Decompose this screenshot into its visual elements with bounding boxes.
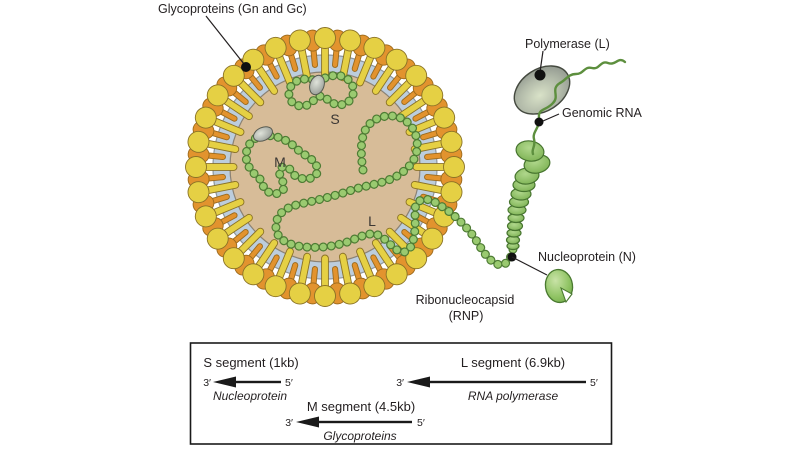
rna-polymerase-complex [513, 58, 627, 156]
genome-segments-box: S segment (1kb) 3′ 5′ Nucleoprotein L se… [189, 342, 613, 445]
glycoproteins-pointer-line [205, 15, 245, 65]
ribonucleocapsid-label-line1: Ribonucleocapsid [416, 293, 515, 307]
m-segment-arrow-line [319, 420, 412, 424]
s-segment-gene: Nucleoprotein [213, 389, 287, 403]
glycoproteins-callout: Glycoproteins (Gn and Gc) [158, 2, 307, 72]
genomic-rna-callout: Genomic RNA [534, 106, 643, 127]
l-segment-title: L segment (6.9kb) [461, 355, 565, 370]
polymerase-oval [513, 65, 571, 115]
s-segment-row: S segment (1kb) 3′ 5′ Nucleoprotein [203, 355, 299, 403]
nucleoprotein-callout: Nucleoprotein (N) [507, 250, 636, 304]
nucleoprotein-monomer [544, 268, 574, 304]
l-segment-row: L segment (6.9kb) 3′ 5′ RNA polymerase [396, 355, 598, 403]
m-segment-3prime: 3′ [285, 417, 293, 429]
virion [185, 27, 465, 307]
ribonucleocapsid-label: Ribonucleocapsid (RNP) [416, 293, 515, 323]
l-segment-letter: L [368, 213, 376, 229]
s-segment-rnp [284, 70, 358, 111]
s-segment-letter: S [330, 111, 339, 127]
m-segment-row: M segment (4.5kb) 3′ 5′ Glycoproteins [285, 399, 425, 443]
l-segment-5prime: 5′ [590, 377, 598, 389]
nucleocapsid-helix [505, 140, 551, 251]
polymerase-label: Polymerase (L) [525, 37, 610, 51]
genome-box-border [189, 342, 613, 445]
genomic-rna-pointer-line [542, 113, 560, 122]
polymerase-callout: Polymerase (L) [525, 37, 610, 81]
l-segment-gene: RNA polymerase [468, 389, 559, 403]
m-segment-rnp [241, 126, 322, 199]
s-segment-5prime: 5′ [285, 377, 293, 389]
ribonucleocapsid-label-line2: (RNP) [449, 309, 484, 323]
genomic-rna-pointer-dot [534, 117, 544, 127]
nucleoprotein-pointer-line [511, 256, 548, 276]
m-segment-title: M segment (4.5kb) [307, 399, 415, 414]
polymerase-pointer-line [539, 50, 544, 73]
genomic-rna-tail [558, 58, 627, 85]
s-segment-arrowhead [213, 376, 236, 388]
m-segment-letter: M [274, 154, 286, 170]
s-segment-arrow-line [236, 380, 281, 384]
l-segment-arrowhead [407, 376, 430, 388]
l-segment-rnp [271, 111, 518, 270]
glycoproteins-label: Glycoproteins (Gn and Gc) [158, 2, 307, 16]
nucleoprotein-notch [559, 286, 573, 304]
l-segment-arrow-line [430, 380, 586, 384]
m-segment-arrowhead [296, 416, 319, 428]
l-segment-3prime: 3′ [396, 377, 404, 389]
m-segment-5prime: 5′ [417, 417, 425, 429]
s-segment-title: S segment (1kb) [203, 355, 298, 370]
m-segment-gene: Glycoproteins [323, 429, 396, 443]
glycoproteins-pointer-dot [241, 62, 251, 72]
genomic-rna-label: Genomic RNA [562, 106, 643, 120]
s-segment-3prime: 3′ [203, 377, 211, 389]
s-segment-polymerase [309, 74, 325, 96]
nucleoprotein-label: Nucleoprotein (N) [538, 250, 636, 264]
polymerase-pointer-dot [534, 69, 546, 81]
m-segment-polymerase [253, 126, 273, 142]
